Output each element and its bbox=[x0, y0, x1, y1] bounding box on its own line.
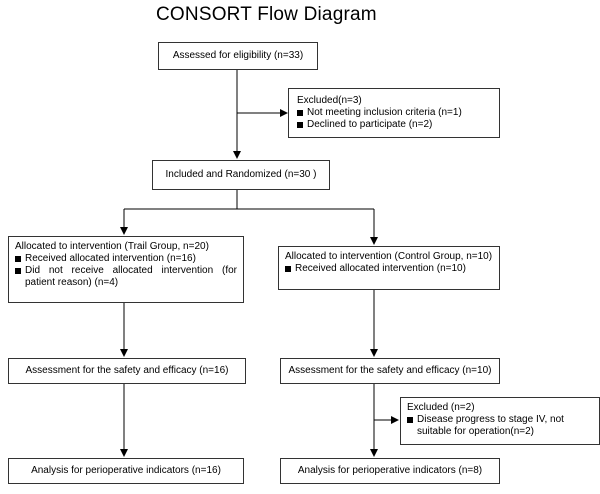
control-analysis-label: Analysis for perioperative indicators (n… bbox=[297, 465, 483, 476]
bullet-square-icon bbox=[407, 417, 413, 423]
box-trail-assessment: Assessment for the safety and efficacy (… bbox=[8, 358, 246, 384]
box-excluded-1: Excluded(n=3) Not meeting inclusion crit… bbox=[288, 88, 500, 138]
control-assess-label: Assessment for the safety and efficacy (… bbox=[288, 365, 492, 376]
trail-assess-label: Assessment for the safety and efficacy (… bbox=[25, 365, 229, 376]
bullet-square-icon bbox=[297, 122, 303, 128]
bullet-square-icon bbox=[15, 268, 21, 274]
control-alloc-item: Received allocated intervention (n=10) bbox=[295, 263, 466, 274]
control-alloc-header: Allocated to intervention (Control Group… bbox=[285, 251, 493, 262]
box-control-assessment: Assessment for the safety and efficacy (… bbox=[280, 358, 500, 384]
box-excluded-2: Excluded (n=2) Disease progress to stage… bbox=[400, 397, 600, 445]
bullet-square-icon bbox=[285, 266, 291, 272]
box-control-analysis: Analysis for perioperative indicators (n… bbox=[280, 458, 500, 484]
box-trail-group-allocation: Allocated to intervention (Trail Group, … bbox=[8, 236, 244, 303]
assessed-label: Assessed for eligibility (n=33) bbox=[172, 50, 304, 61]
excluded-1-item: Not meeting inclusion criteria (n=1) bbox=[307, 107, 462, 118]
trail-alloc-header: Allocated to intervention (Trail Group, … bbox=[15, 241, 209, 252]
bullet-square-icon bbox=[297, 110, 303, 116]
trail-analysis-label: Analysis for perioperative indicators (n… bbox=[31, 465, 221, 476]
randomized-label: Included and Randomized (n=30 ) bbox=[165, 169, 317, 180]
trail-alloc-item: Received allocated intervention (n=16) bbox=[25, 253, 196, 264]
excluded-2-header: Excluded (n=2) bbox=[407, 402, 475, 413]
excluded-1-header: Excluded(n=3) bbox=[297, 95, 362, 106]
trail-alloc-item: Did not receive allocated intervention (… bbox=[25, 265, 237, 288]
bullet-square-icon bbox=[15, 256, 21, 262]
box-included-randomized: Included and Randomized (n=30 ) bbox=[152, 160, 330, 190]
excluded-2-item: Disease progress to stage IV, not suitab… bbox=[417, 414, 564, 437]
diagram-title: CONSORT Flow Diagram bbox=[156, 4, 377, 25]
box-trail-analysis: Analysis for perioperative indicators (n… bbox=[8, 458, 244, 484]
excluded-1-item: Declined to participate (n=2) bbox=[307, 119, 433, 130]
box-control-group-allocation: Allocated to intervention (Control Group… bbox=[278, 246, 500, 290]
box-assessed-eligibility: Assessed for eligibility (n=33) bbox=[158, 42, 318, 70]
